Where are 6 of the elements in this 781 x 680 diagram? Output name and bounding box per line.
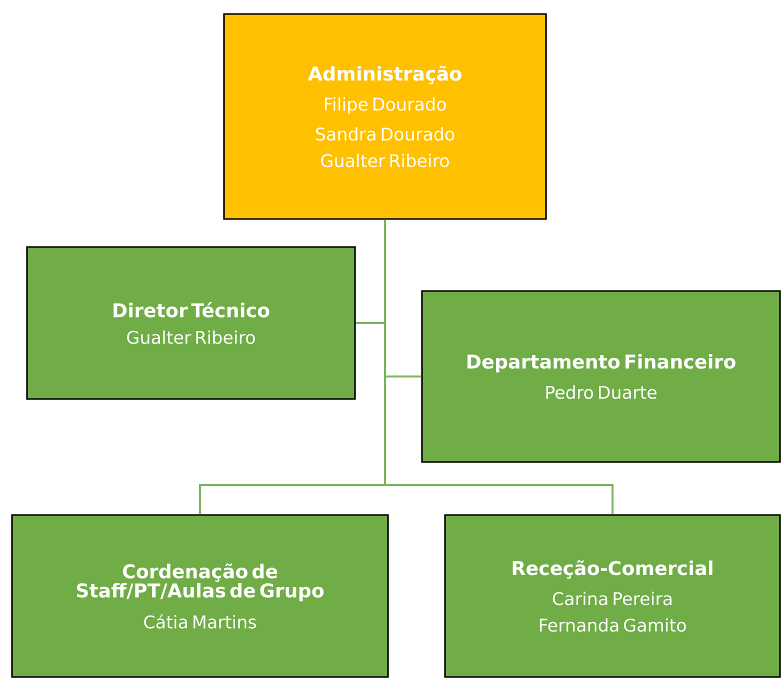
org-box: Departamento Financeiro Pedro Duarte [421,290,781,463]
org-box: Administração Filipe Dourado Sandra Dourado Gualter Ribeiro [223,13,547,220]
org-box: Diretor Técnico Gualter Ribeiro [26,246,356,400]
org-box: Receção-Comercial Carina Pereira Fernanda Gamito [444,514,781,678]
connector-line [384,220,614,514]
org-box: Cordenação de Staff/PT/Aulas de Grupo Cátia Martins [11,514,389,678]
